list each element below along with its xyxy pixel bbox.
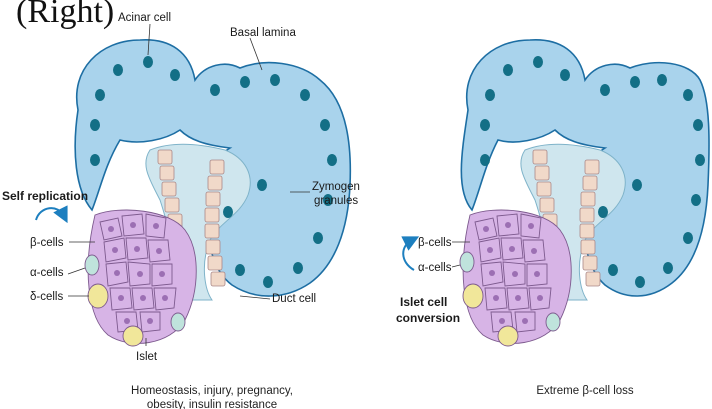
label-acinar-cell: Acinar cell	[118, 12, 171, 24]
label-alpha-cells-left: α-cells	[30, 267, 64, 279]
label-basal-lamina: Basal lamina	[230, 27, 296, 39]
caption-left-line1: Homeostasis, injury, pregnancy,	[131, 385, 293, 397]
label-zymogen-line2: granules	[314, 195, 358, 207]
label-beta-cells-left: β-cells	[30, 237, 64, 249]
label-beta-cells-right: β-cells	[418, 237, 452, 249]
conversion-arrow-icon	[403, 240, 414, 270]
caption-right: Extreme β-cell loss	[536, 385, 634, 397]
islet-left	[85, 210, 196, 346]
label-alpha-cells-right: α-cells	[418, 262, 452, 274]
self-replication-arrow-icon	[36, 208, 64, 220]
caption-left-line2: obesity, insulin resistance	[147, 399, 277, 409]
label-islet-conversion-line1: Islet cell	[400, 295, 447, 309]
label-islet-conversion-line2: conversion	[396, 311, 460, 325]
left-panel: Acinar cell Basal lamina Zymogen granule…	[2, 12, 360, 409]
right-panel: β-cells α-cells Islet cell conversion Ex…	[396, 40, 709, 397]
page-heading: (Right)	[16, 0, 114, 30]
label-duct-cell: Duct cell	[272, 293, 316, 305]
islet-right	[460, 210, 571, 346]
label-islet: Islet	[136, 351, 158, 363]
label-delta-cells-left: δ-cells	[30, 291, 63, 303]
label-zymogen-line1: Zymogen	[312, 181, 360, 193]
label-self-replication: Self replication	[2, 189, 88, 203]
